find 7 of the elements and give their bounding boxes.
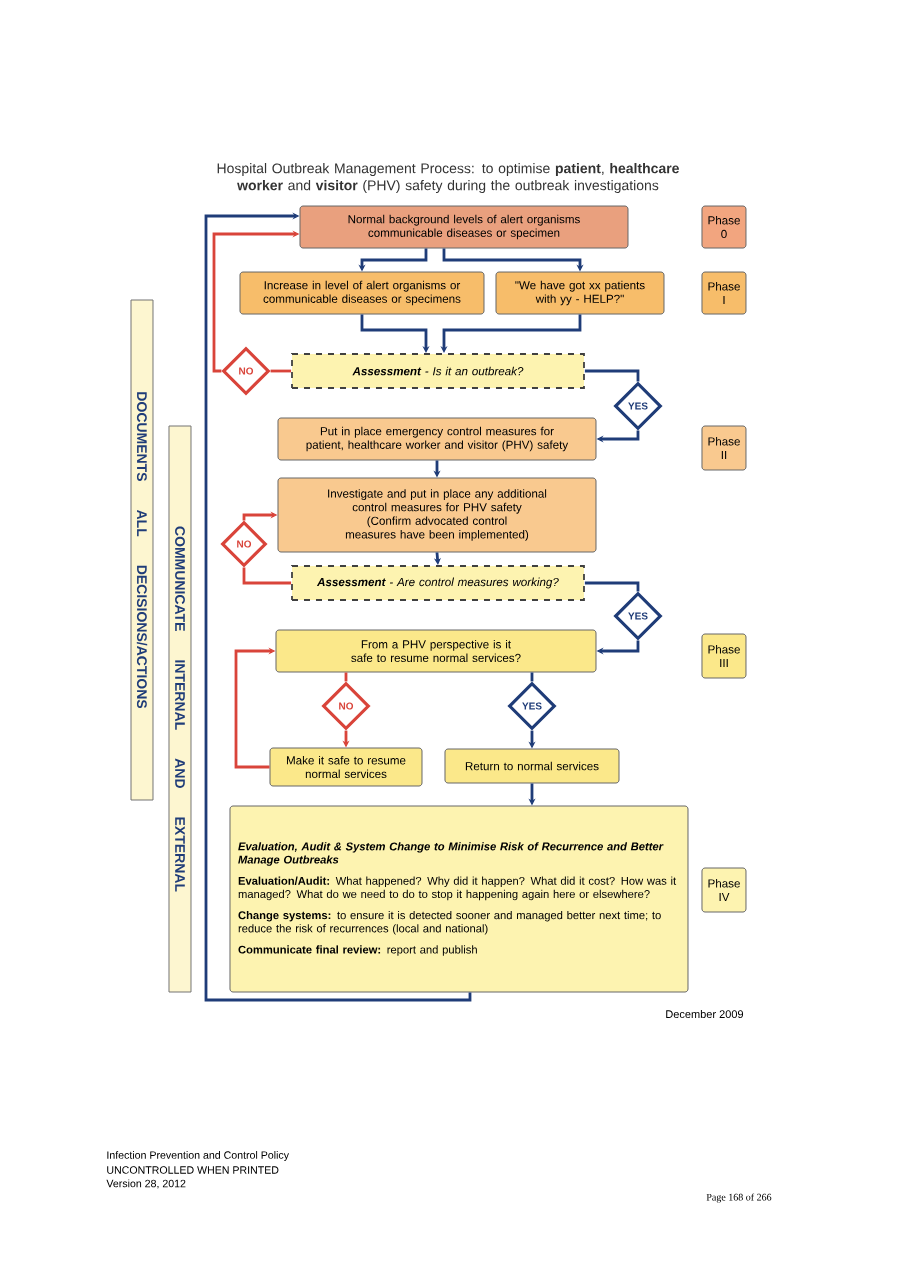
connector-line <box>242 567 292 585</box>
arrow <box>204 212 472 1002</box>
connector-line <box>584 369 640 382</box>
connector-line <box>584 581 640 592</box>
connector-line <box>270 369 292 373</box>
connector-line <box>530 672 534 682</box>
connector-line <box>344 672 348 682</box>
